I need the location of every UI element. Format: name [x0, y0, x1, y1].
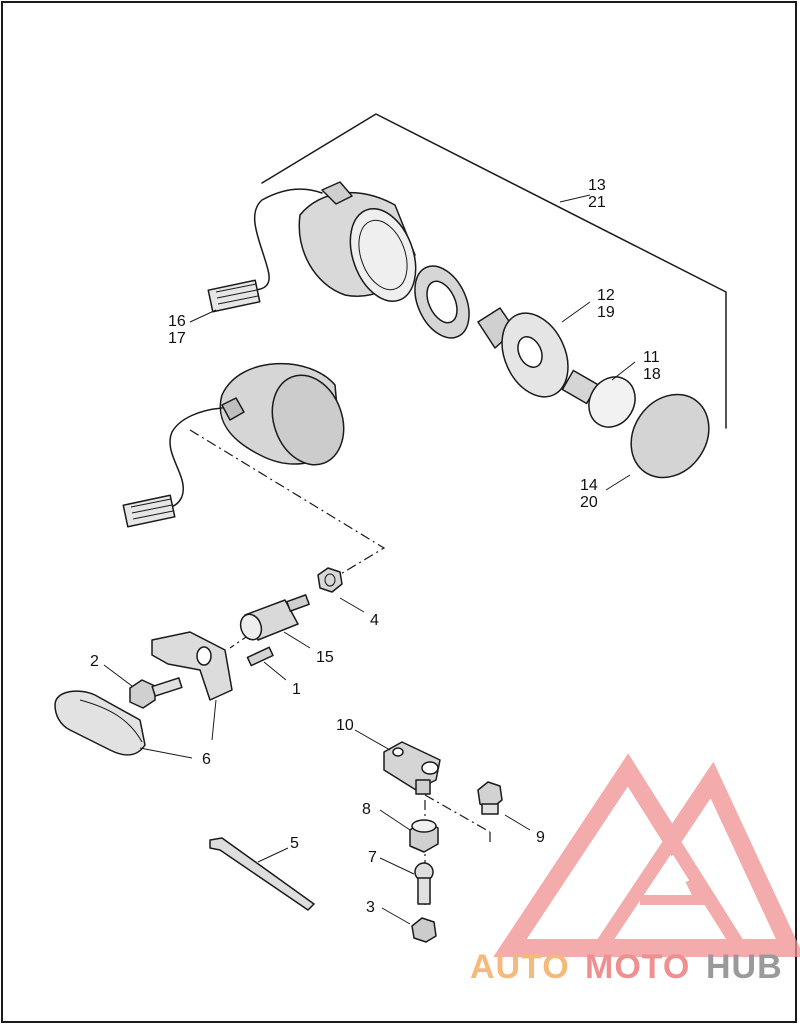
bulb-socket — [477, 307, 569, 398]
callout-4: 4 — [370, 612, 379, 629]
callout-11: 11 — [643, 349, 660, 366]
nut-4 — [317, 567, 343, 593]
watermark-text-hub: HUB — [706, 948, 783, 986]
callout-21: 21 — [588, 194, 606, 211]
callout-6: 6 — [202, 751, 211, 768]
gasket-ring — [414, 265, 470, 339]
callout-15: 15 — [316, 649, 334, 666]
screw-1 — [246, 646, 274, 667]
group-bracket-13-21 — [261, 113, 727, 429]
bulb — [561, 369, 636, 428]
lower-lamp-housing — [167, 362, 345, 509]
callout-18: 18 — [643, 366, 661, 383]
bolt-2 — [129, 677, 183, 709]
callout-16: 16 — [168, 313, 186, 330]
callout-2: 2 — [90, 653, 99, 670]
callout-19: 19 — [597, 304, 615, 321]
callout-20: 20 — [580, 494, 598, 511]
callout-14: 14 — [580, 477, 598, 494]
adapter-8 — [409, 819, 439, 853]
callout-7: 7 — [368, 849, 377, 866]
nut-9 — [477, 781, 503, 815]
callout-13: 13 — [588, 177, 606, 194]
nut-3 — [411, 917, 437, 943]
lens — [630, 393, 710, 479]
callout-10: 10 — [336, 717, 354, 734]
callout-8: 8 — [362, 801, 371, 818]
watermark-text-moto: MOTO — [585, 948, 690, 986]
bracket-10 — [383, 741, 441, 795]
watermark-text-auto: AUTO — [470, 948, 570, 986]
upper-lamp-housing — [251, 181, 417, 303]
watermark-logo-icon — [493, 753, 800, 957]
clamp-6 — [54, 631, 233, 756]
leader-lines — [103, 301, 636, 925]
stud-7 — [414, 862, 434, 905]
lower-connector — [122, 494, 176, 528]
alignment-lines — [189, 429, 491, 905]
upper-connector — [207, 279, 261, 313]
callout-3: 3 — [366, 899, 375, 916]
cable-strap-5 — [209, 837, 315, 911]
callout-1: 1 — [292, 681, 301, 698]
spacer-15 — [239, 594, 310, 641]
callout-9: 9 — [536, 829, 545, 846]
callout-12: 12 — [597, 287, 615, 304]
callout-17: 17 — [168, 330, 186, 347]
callout-5: 5 — [290, 835, 299, 852]
